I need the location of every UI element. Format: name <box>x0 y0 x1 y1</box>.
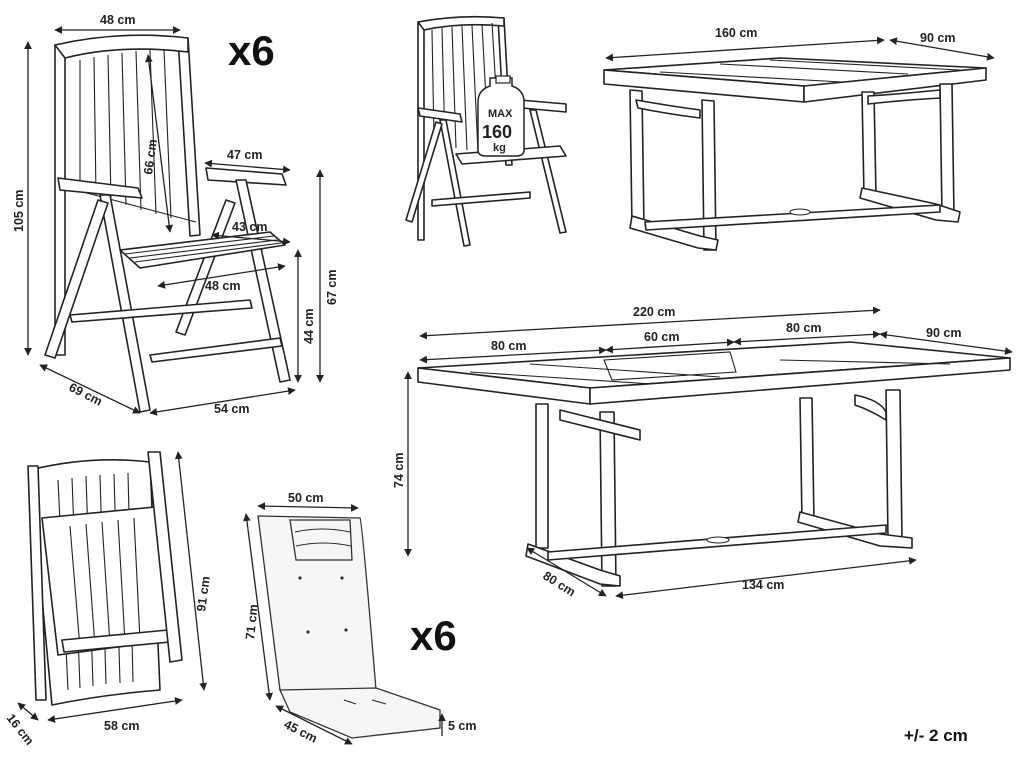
chair-seat-width-label: 48 cm <box>205 279 240 293</box>
max-load-value: 160 <box>482 122 512 142</box>
max-load-unit: kg <box>493 142 506 154</box>
chair-total-height-label: 105 cm <box>12 190 26 232</box>
cushion-length-label: 71 cm <box>243 604 261 641</box>
folded-chair-drawing <box>27 451 183 706</box>
chair-backrest-height-label: 66 cm <box>141 138 160 175</box>
table-extension-label: 60 cm <box>644 330 679 344</box>
chair-armrest-height-label: 67 cm <box>325 270 339 305</box>
table-extended-drawing <box>417 341 1011 587</box>
table-extended-dimension-labels: 220 cm 80 cm 60 cm 80 cm 90 cm 74 cm 80 … <box>392 305 961 599</box>
table-leg-span-label: 134 cm <box>742 578 784 592</box>
tolerance-note: +/- 2 cm <box>904 726 968 745</box>
folded-chair-height-label: 91 cm <box>194 575 213 612</box>
cushion-thickness-label: 5 cm <box>448 719 477 733</box>
folded-chair-thickness-label: 16 cm <box>4 711 37 748</box>
chair-quantity-label: x6 <box>228 27 275 74</box>
weight-capacity-badge: MAX 160 kg <box>477 75 525 157</box>
chair-armrest-length-label: 47 cm <box>227 148 262 162</box>
table-height-label: 74 cm <box>392 453 406 488</box>
cushion-quantity-label: x6 <box>410 612 457 659</box>
chair-depth-label: 69 cm <box>67 380 105 409</box>
table-width-label: 90 cm <box>926 326 961 340</box>
cushion-width-label: 50 cm <box>288 491 323 505</box>
folded-chair-width-label: 58 cm <box>104 719 139 733</box>
max-load-caption: MAX <box>488 108 513 120</box>
reclining-chair-drawing <box>44 34 291 413</box>
table-end-left-label: 80 cm <box>491 339 526 353</box>
table-closed-dimension-lines: 160 cm 90 cm <box>605 26 995 62</box>
chair-seat-depth-label: 43 cm <box>232 220 267 234</box>
table-total-length-label: 220 cm <box>633 305 675 319</box>
table-extended-dimension-lines <box>404 306 1013 600</box>
chair-load-drawing <box>405 15 567 247</box>
table-closed-width-label: 90 cm <box>920 31 955 45</box>
cushion-drawing <box>257 515 441 739</box>
chair-dimension-lines <box>24 26 324 416</box>
chair-width-top-label: 48 cm <box>100 13 135 27</box>
table-end-right-label: 80 cm <box>786 321 821 335</box>
table-closed-drawing <box>603 57 987 251</box>
chair-base-width-label: 54 cm <box>214 402 249 416</box>
table-closed-length-label: 160 cm <box>715 26 757 40</box>
chair-seat-height-label: 44 cm <box>302 309 316 344</box>
